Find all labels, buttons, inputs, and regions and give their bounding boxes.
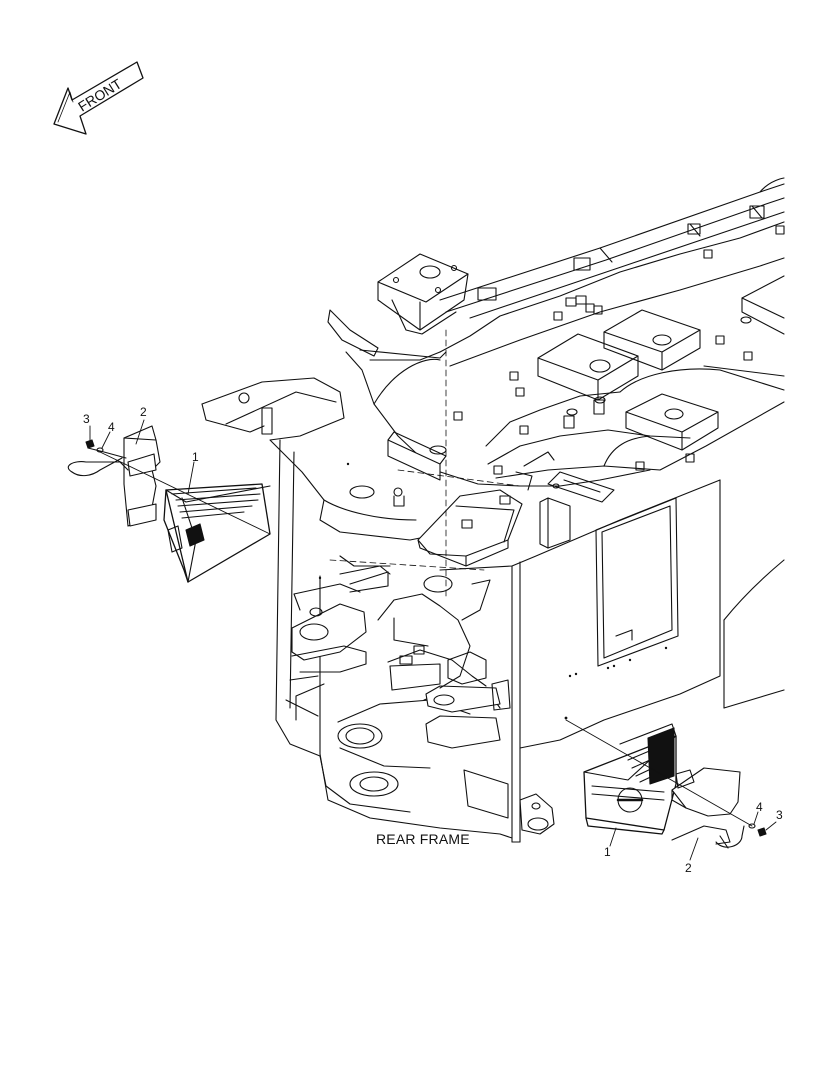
callout-bolt-right: 3 — [776, 808, 783, 822]
frame-pivot-bosses — [291, 555, 555, 835]
front-arrow-icon: FRONT — [53, 61, 144, 135]
leader-lines — [89, 419, 777, 861]
callout-washer-left: 4 — [108, 420, 115, 434]
assembly-line-left — [99, 451, 271, 535]
callout-bolt-left: 3 — [83, 412, 90, 426]
frame-top-rails — [439, 221, 785, 487]
bolt-right — [748, 823, 767, 837]
wheel-chock-left — [163, 483, 271, 583]
callout-wheel-chock-left: 1 — [192, 450, 199, 464]
bolt-left — [85, 439, 104, 453]
mount-block-upper — [377, 253, 469, 335]
callout-wheel-chock-right: 1 — [604, 845, 611, 859]
frame-lower-structure — [275, 439, 785, 843]
frame-centerlines — [329, 329, 521, 601]
frame-top-plate — [201, 309, 521, 541]
chock-holder-left — [67, 425, 161, 527]
assembly-line-right — [565, 719, 753, 827]
chock-holder-right — [671, 767, 745, 849]
mount-blocks-right — [537, 275, 785, 451]
rear-frame-caption: REAR FRAME — [376, 831, 470, 847]
wheel-chock-right — [583, 723, 677, 835]
callout-holder-bracket-left: 2 — [140, 405, 147, 419]
callout-holder-bracket-right: 2 — [685, 861, 692, 875]
upper-rails — [439, 177, 785, 319]
callout-washer-right: 4 — [756, 800, 763, 814]
frame-center-brackets — [387, 431, 615, 549]
frame-pedestal — [417, 489, 523, 567]
